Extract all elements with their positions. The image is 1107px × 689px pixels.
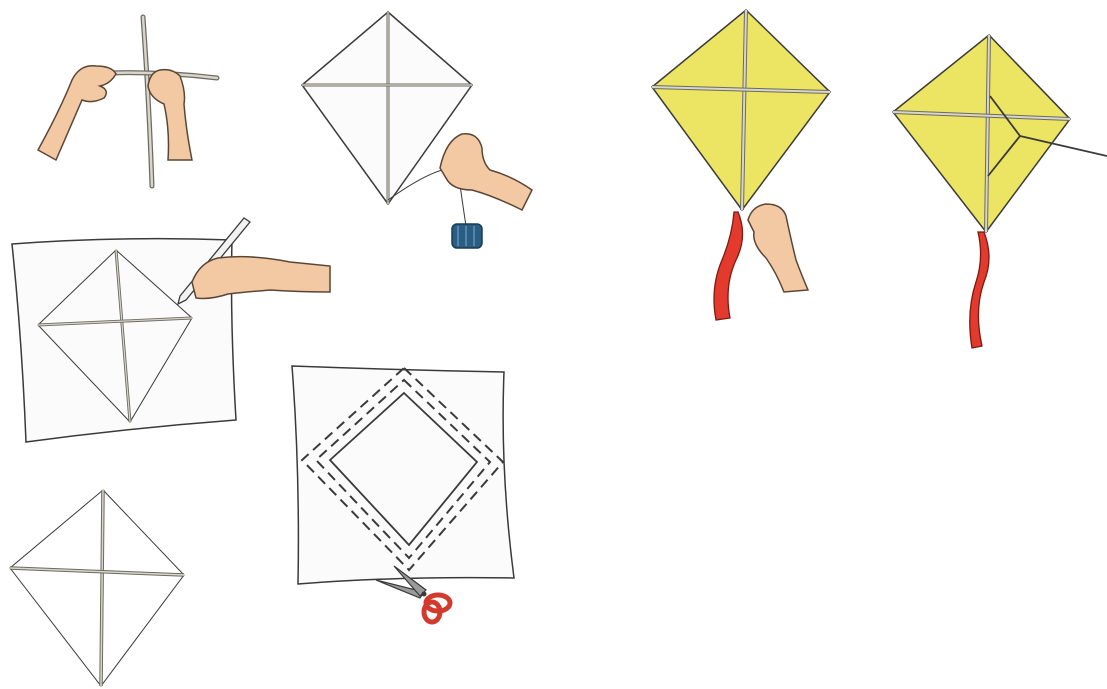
step-6-attach-tail xyxy=(652,10,830,320)
hand-with-pencil xyxy=(192,257,330,299)
red-tail xyxy=(970,232,989,348)
step-7-finished-kite xyxy=(893,35,1107,348)
kite-frame-outline xyxy=(10,490,184,686)
step-3-trace-on-paper xyxy=(12,218,330,442)
yellow-kite-sail xyxy=(893,35,1070,232)
right-hand xyxy=(148,70,192,160)
step-5-cut-paper xyxy=(292,366,514,622)
paper-sheet xyxy=(292,366,514,584)
step-2-string-frame xyxy=(302,12,532,248)
step-1-tie-sticks xyxy=(38,17,217,186)
step-4-frame xyxy=(10,490,184,686)
hand-tying-tail xyxy=(748,204,808,292)
left-hand xyxy=(38,66,116,160)
hand-holding-string xyxy=(440,134,532,210)
spool-icon xyxy=(452,224,482,248)
red-tail xyxy=(714,212,743,320)
